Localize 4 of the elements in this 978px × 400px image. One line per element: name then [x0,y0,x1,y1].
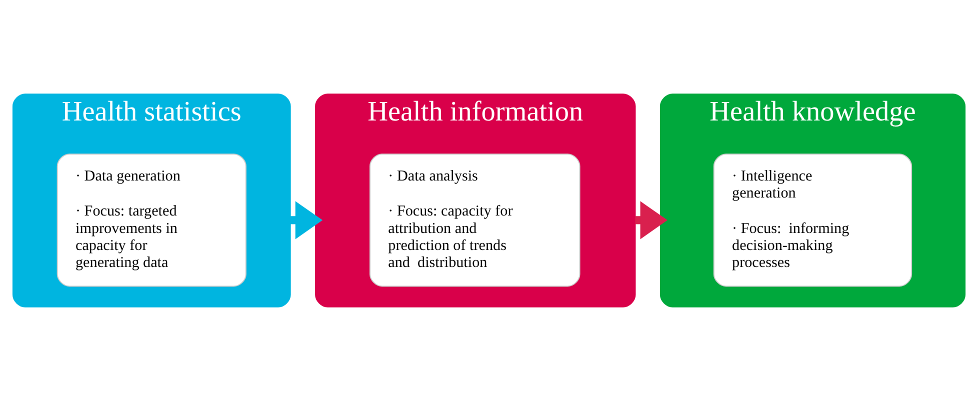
node-box: · Intelligence generation · Focus: informing decision-making processes [713,153,912,286]
node-box: · Data generation · Focus: targeted improvements in capacity for generating data [56,153,246,286]
arrow [290,200,323,239]
node-box: · Data analysis · Focus: capacity for attribution and prediction of trends and distribution [370,153,580,286]
